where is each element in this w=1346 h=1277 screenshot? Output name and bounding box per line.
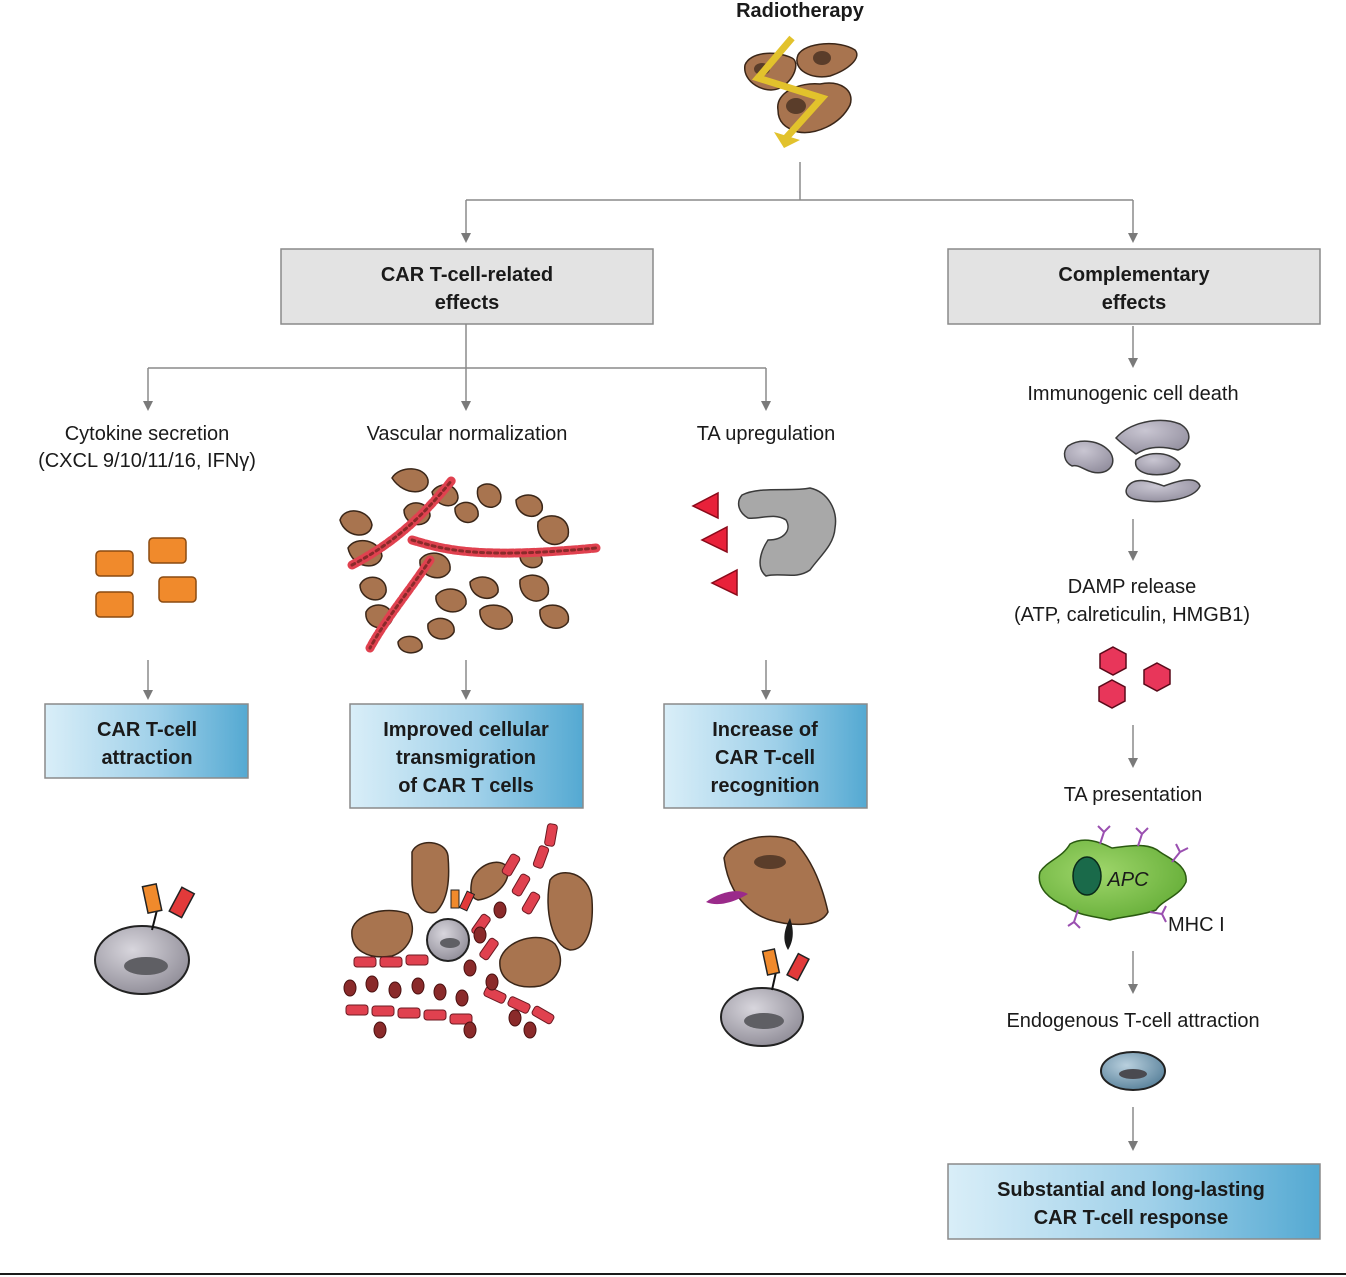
damp-sublabel: (ATP, calreticulin, HMGB1) [1014,604,1250,626]
car-effects-line1: CAR T-cell-related [381,264,553,286]
radiation-bolt-icon [751,35,829,141]
transmigration-icon [343,823,594,1039]
top-connectors [461,162,1138,243]
cytokine-result-box [44,703,249,779]
vascular-result-box [349,703,584,809]
recognition-icon [706,835,829,1047]
mhc-label: MHC I [1168,914,1225,936]
ta-result-box [663,703,868,809]
car-effects-box [280,248,654,325]
ta-presentation-label: TA presentation [1064,784,1203,806]
car-branch-connectors [143,324,771,411]
apc-nucleus [1072,856,1102,896]
apc-icon [1038,825,1189,929]
car-effects-line2: effects [435,292,499,314]
cytokine-heading: Cytokine secretion [65,423,230,445]
immunogenic-cell-death-icon [1063,419,1201,503]
complementary-effects-line2: effects [1102,292,1166,314]
endogenous-label: Endogenous T-cell attraction [1006,1010,1259,1032]
radiation-arrowhead-icon [774,132,800,148]
cytokine-result-line1: CAR T-cell [97,719,197,741]
cytokine-result-line2: attraction [101,747,192,769]
ta-upregulation-icon [691,487,837,597]
ta-result-line1: Increase of [712,719,818,741]
cytokine-icon [95,537,197,618]
ta-result-line3: recognition [711,775,820,797]
cytokine-subheading: (CXCL 9/10/11/16, IFNγ) [38,450,256,472]
vascular-result-line2: transmigration [396,747,536,769]
vascular-tissue-icon [339,468,601,654]
endogenous-t-cell-icon [1100,1051,1166,1091]
final-result-line1: Substantial and long-lasting [997,1179,1265,1201]
complementary-effects-line1: Complementary [1058,264,1210,286]
final-result-box [947,1163,1321,1240]
ta-result-line2: CAR T-cell [715,747,815,769]
vascular-result-line1: Improved cellular [383,719,549,741]
vascular-heading: Vascular normalization [367,423,568,445]
ta-heading: TA upregulation [697,423,836,445]
icd-label: Immunogenic cell death [1027,383,1238,405]
vascular-result-line3: of CAR T cells [398,775,534,797]
apc-label: APC [1106,869,1149,891]
damp-label: DAMP release [1068,576,1197,598]
damp-icon [1098,646,1171,709]
radiotherapy-title: Radiotherapy [736,0,865,22]
complementary-effects-box [947,248,1321,325]
final-result-line2: CAR T-cell response [1034,1207,1229,1229]
car-t-cell-icon [94,882,196,995]
